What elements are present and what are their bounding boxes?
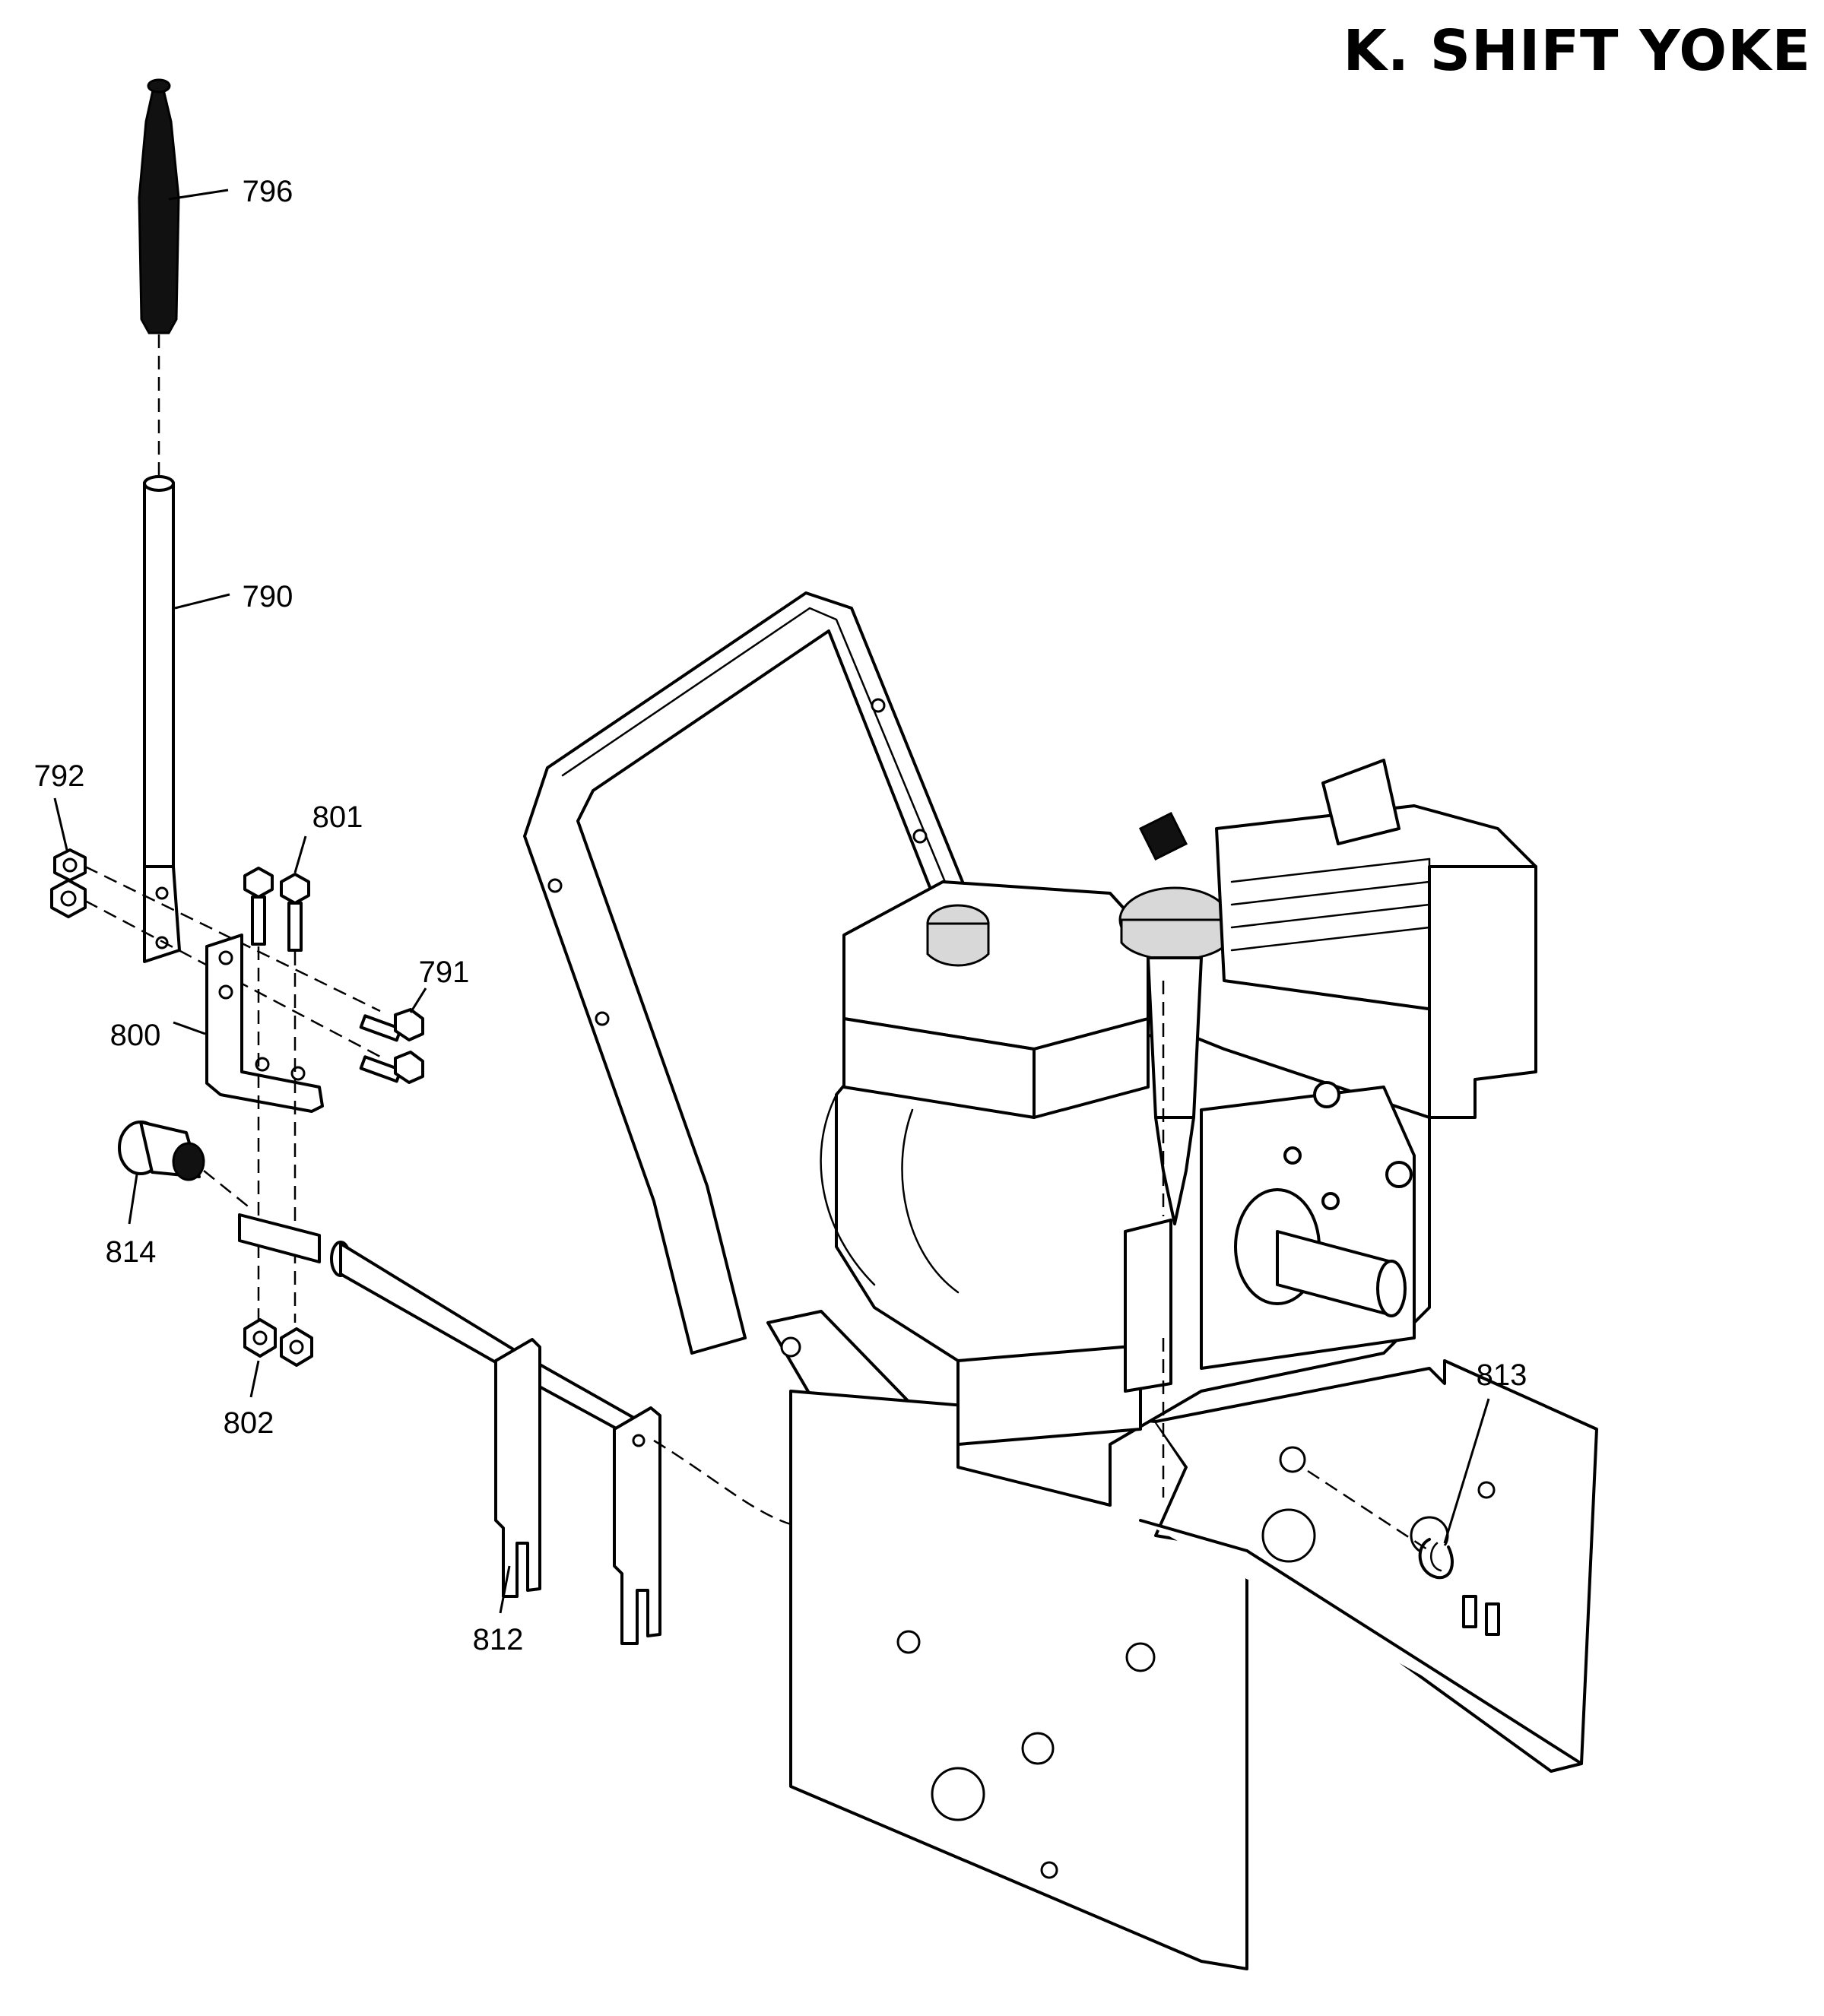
bolts-791 (359, 1008, 424, 1084)
engine (820, 759, 1537, 1507)
callout-813: 813 (1477, 1358, 1527, 1392)
callout-814: 814 (106, 1235, 157, 1269)
bushing-814 (118, 1121, 205, 1181)
callout-791: 791 (419, 956, 470, 989)
axis-shaft (653, 1439, 807, 1529)
callout-790: 790 (243, 580, 293, 613)
leader-796 (168, 189, 229, 201)
nuts-802 (243, 1318, 313, 1367)
leader-790 (174, 593, 230, 610)
axis-814 (203, 1170, 252, 1209)
callout-796: 796 (243, 175, 293, 208)
bolts-801 (243, 867, 310, 952)
bracket-800 (205, 934, 324, 1113)
shift-fork-812-a (494, 1338, 541, 1598)
callout-800: 800 (110, 1019, 161, 1052)
axis-792-upper (84, 865, 381, 1013)
leader-802 (249, 1360, 260, 1398)
leader-801 (293, 835, 307, 873)
shift-fork-812-b (613, 1406, 661, 1645)
leader-813 (1443, 1398, 1490, 1544)
leader-791 (409, 987, 427, 1013)
page-title: K. SHIFT YOKE (1343, 18, 1811, 84)
nuts-792 (50, 848, 87, 918)
leader-800 (173, 1021, 206, 1035)
axis-813 (1307, 1469, 1430, 1552)
leader-812 (499, 1565, 511, 1614)
axis-792-lower (84, 899, 381, 1058)
callout-792: 792 (34, 759, 85, 793)
grip-796 (138, 78, 180, 334)
leader-792 (53, 797, 68, 851)
shift-rod-790 (143, 475, 181, 963)
leader-814 (128, 1174, 138, 1225)
frame-plates (789, 1359, 1598, 1970)
callout-801: 801 (312, 800, 363, 834)
retainer-ring-813 (1418, 1538, 1454, 1580)
callout-812: 812 (473, 1623, 524, 1656)
callout-802: 802 (224, 1406, 274, 1440)
